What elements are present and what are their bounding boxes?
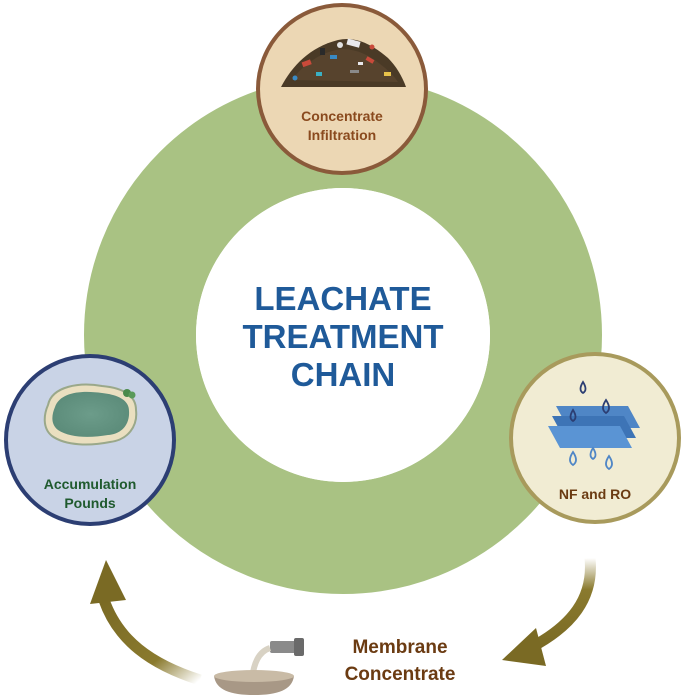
title-line-2: TREATMENT bbox=[242, 318, 443, 355]
node-concentrate-infiltration: Concentrate Infiltration bbox=[256, 3, 428, 175]
membrane-concentrate-line-2: Concentrate bbox=[345, 664, 456, 685]
node-left-label-line-1: Accumulation bbox=[44, 476, 137, 492]
title-line-1: LEACHATE bbox=[254, 280, 431, 317]
arrow-to-membrane-concentrate bbox=[502, 557, 596, 666]
node-left-label-line-2: Pounds bbox=[64, 495, 116, 511]
arrow-to-accumulation-ponds bbox=[90, 560, 202, 686]
pond-icon bbox=[43, 383, 138, 446]
membrane-droplets-icon bbox=[548, 380, 640, 471]
center-disc bbox=[196, 188, 490, 482]
node-top-label-line-1: Concentrate bbox=[301, 108, 383, 124]
node-nf-and-ro: NF and RO bbox=[509, 352, 681, 524]
node-top-label-line-2: Infiltration bbox=[308, 127, 376, 143]
node-right-label: NF and RO bbox=[559, 486, 631, 502]
bowl-pipe-icon bbox=[214, 638, 304, 695]
waste-pile-icon bbox=[281, 38, 406, 87]
node-accumulation-ponds: Accumulation Pounds bbox=[4, 354, 176, 526]
membrane-concentrate-line-1: Membrane bbox=[352, 637, 447, 658]
title-line-3: CHAIN bbox=[291, 356, 396, 393]
